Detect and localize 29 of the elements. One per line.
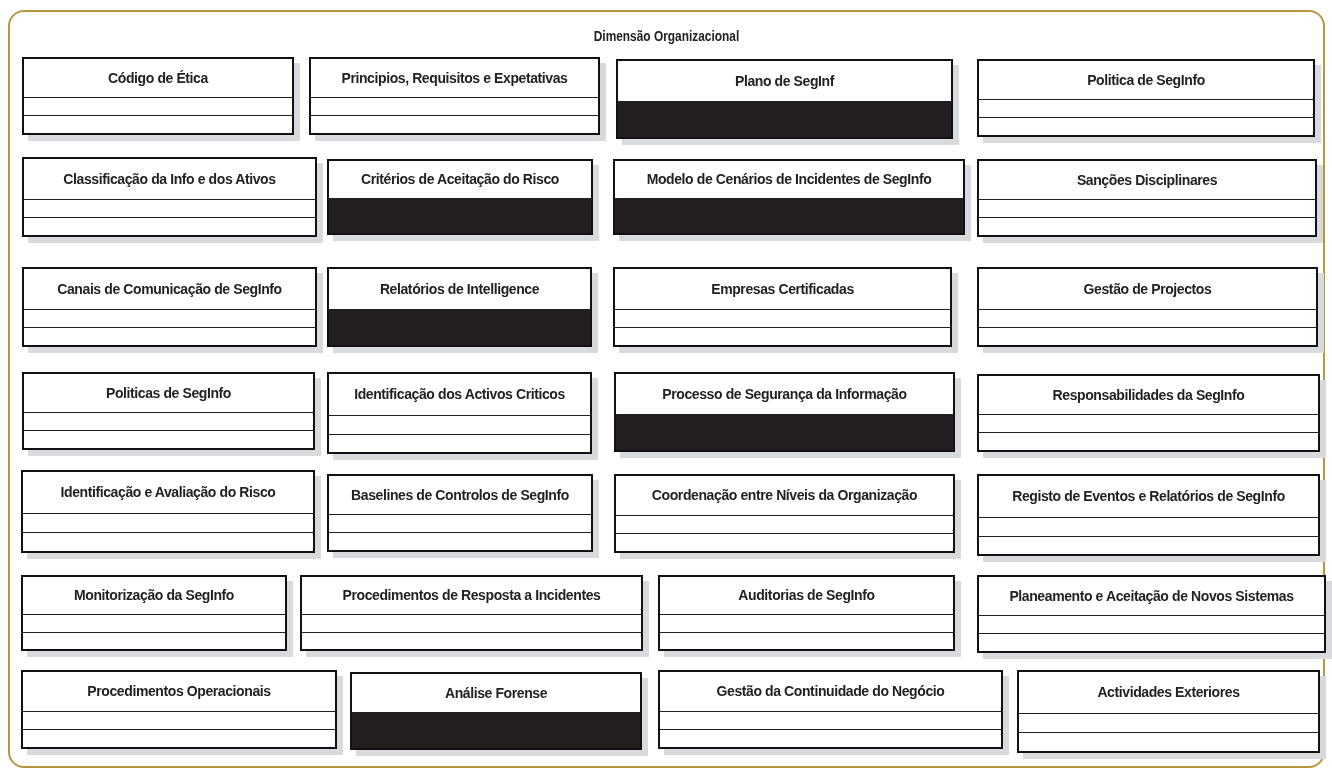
card-title: Baselines de Controlos de SegInfo xyxy=(350,485,570,505)
card-title: Gestão de Projectos xyxy=(1082,279,1213,299)
card-title: Registo de Eventos e Relatórios de SegInfo xyxy=(1011,487,1286,506)
card-title: Relatórios de Intelligence xyxy=(378,279,541,299)
card-title: Classificação da Info e dos Ativos xyxy=(62,169,277,189)
card-title: Procedimentos Operacionais xyxy=(86,682,272,701)
card-title: Canais de Comunicação de SegInfo xyxy=(56,279,283,299)
card-title: Principios, Requisitos e Expetativas xyxy=(340,68,569,88)
card-title: Planeamento e Aceitação de Novos Sistemas xyxy=(1008,586,1295,606)
card-title: Monitorização da SegInfo xyxy=(73,586,235,605)
card-title: Responsabilidades da SegInfo xyxy=(1051,385,1246,405)
card-title: Politica de SegInfo xyxy=(1086,70,1206,90)
card-title: Identificação dos Activos Criticos xyxy=(353,385,566,404)
card-title: Auditorias de SegInfo xyxy=(737,586,876,605)
card-title: Identificação e Avaliação do Risco xyxy=(59,483,277,502)
card-title: Análise Forense xyxy=(443,683,549,703)
card-title: Sanções Disciplinares xyxy=(1075,170,1219,190)
card-title: Politicas de SegInfo xyxy=(105,383,232,403)
card-title: Actividades Exteriores xyxy=(1096,683,1241,702)
card-title: Plano de SegInf xyxy=(734,71,836,91)
card-title: Coordenação entre Níveis da Organização xyxy=(650,486,919,505)
card-title: Empresas Certificadas xyxy=(710,279,855,299)
card-title: Processo de Segurança da Informação xyxy=(661,384,908,404)
card-title: Gestão da Continuidade do Negócio xyxy=(715,682,946,701)
card-title: Código de Ética xyxy=(107,68,210,88)
panel-title: Dimensão Organizacional xyxy=(592,28,741,44)
card-title: Critérios de Aceitação do Risco xyxy=(360,170,560,189)
card-title: Procedimentos de Resposta a Incidentes xyxy=(341,586,602,605)
card-title: Modelo de Cenários de Incidentes de SegInfo xyxy=(645,170,933,189)
